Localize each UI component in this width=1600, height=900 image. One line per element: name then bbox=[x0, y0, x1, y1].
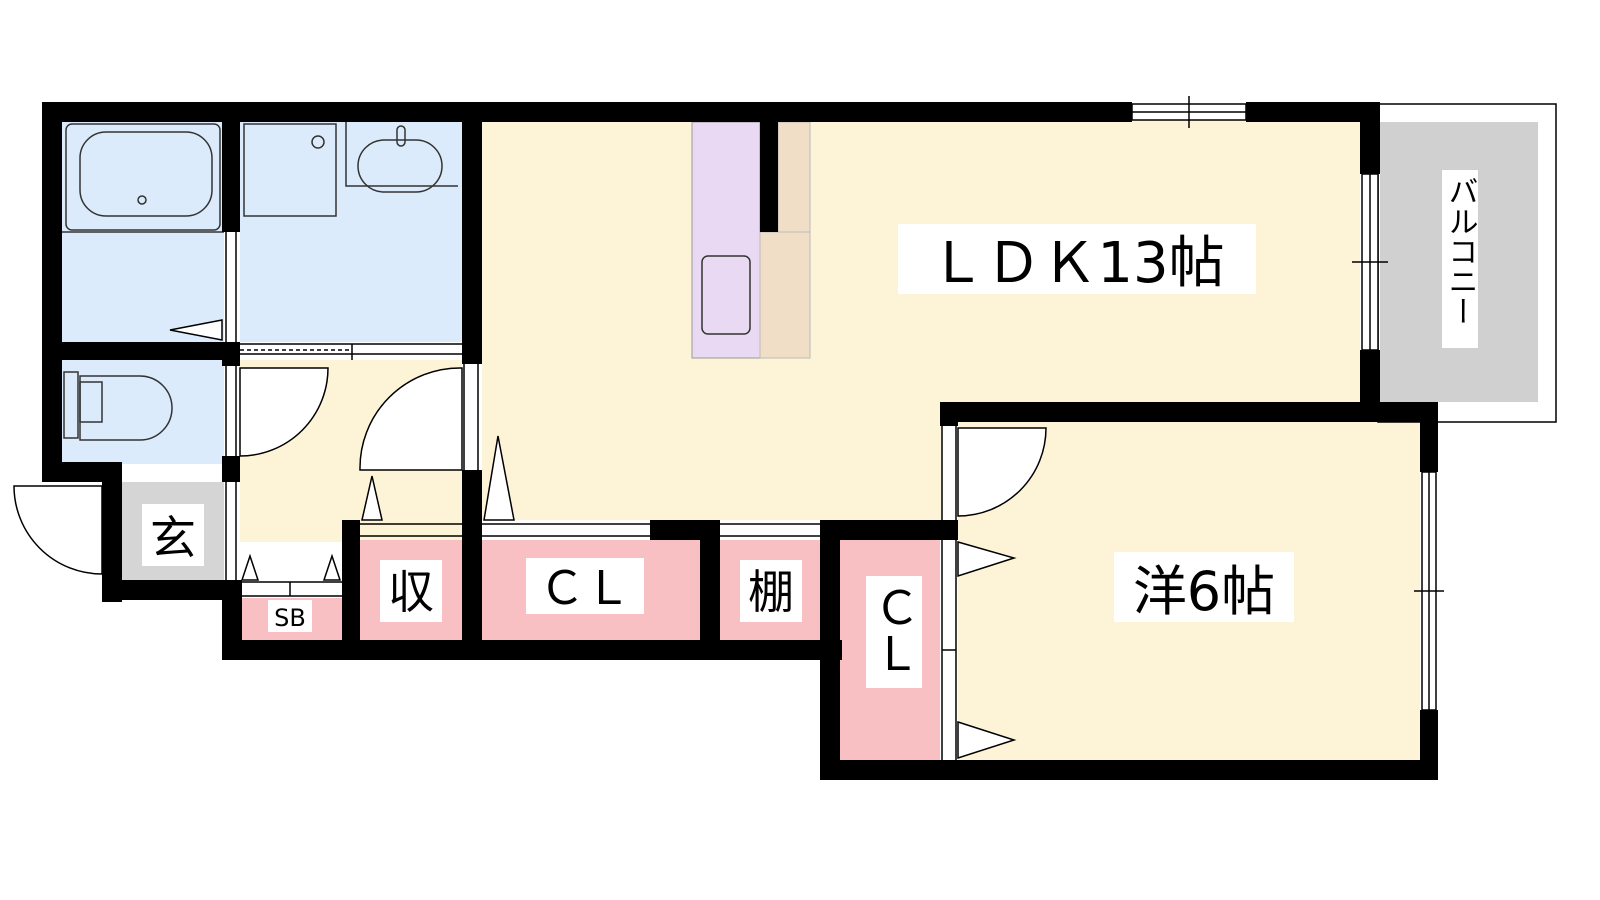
balcony-label: バルコニー bbox=[1443, 176, 1478, 326]
walls bbox=[42, 102, 1438, 780]
balcony-label-bg bbox=[1442, 170, 1478, 348]
wash-basin-bowl bbox=[357, 139, 443, 193]
storage-label-bg bbox=[380, 560, 442, 622]
shelf-label: 棚 bbox=[748, 565, 794, 619]
closet-ldk-label-bg bbox=[526, 558, 644, 614]
toilet-door-icon bbox=[239, 367, 329, 457]
bathtub-drain-icon bbox=[137, 195, 147, 205]
shoe-box-label-bg bbox=[268, 600, 312, 632]
western-closet-door-icon-2 bbox=[957, 720, 1017, 760]
shoe-box-door-icon bbox=[240, 553, 260, 581]
storage-label: 収 bbox=[388, 565, 434, 619]
western-closet-door-icon bbox=[957, 541, 1017, 578]
western-door-icon bbox=[957, 427, 1047, 517]
bathtub-icon bbox=[65, 123, 221, 231]
toilet-floor bbox=[62, 360, 224, 464]
entrance-label: 玄 bbox=[150, 511, 196, 565]
shoe-box-label: SB bbox=[274, 604, 306, 632]
storage-door-icon bbox=[361, 475, 383, 521]
bath-door-icon bbox=[169, 319, 223, 341]
closet-ldk-label: ＣＬ bbox=[539, 561, 631, 615]
kitchen-bar-lower bbox=[759, 231, 811, 359]
front-door-icon bbox=[13, 485, 103, 575]
doors bbox=[13, 319, 1047, 760]
sink-icon bbox=[701, 255, 751, 335]
washroom-floor bbox=[240, 120, 462, 342]
western-label: 洋6帖 bbox=[1133, 560, 1275, 623]
faucet-icon bbox=[396, 125, 406, 147]
closet-western-label-bg bbox=[866, 576, 922, 688]
ldk-door-icon bbox=[359, 367, 463, 471]
ldk-label: ＬＤＫ13帖 bbox=[929, 231, 1224, 296]
toilet-tank-icon bbox=[63, 371, 79, 439]
shelf-label-bg bbox=[740, 560, 802, 622]
washing-machine-drain bbox=[311, 135, 325, 149]
bathtub-inner bbox=[79, 131, 213, 217]
windows bbox=[1131, 96, 1444, 711]
toilet-bowl-icon bbox=[79, 375, 173, 441]
closet-western-label: ＣＬ bbox=[867, 584, 921, 676]
western-label-bg bbox=[1114, 552, 1294, 622]
partitions bbox=[107, 232, 957, 760]
ldk-label-bg bbox=[898, 224, 1256, 294]
entrance-label-bg bbox=[142, 504, 204, 566]
wash-basin-icon bbox=[345, 122, 458, 187]
washing-machine-icon bbox=[243, 123, 337, 217]
shoe-box-door-icon-2 bbox=[322, 553, 342, 581]
closet-door-icon bbox=[483, 435, 515, 521]
bathroom-floor bbox=[62, 120, 224, 342]
